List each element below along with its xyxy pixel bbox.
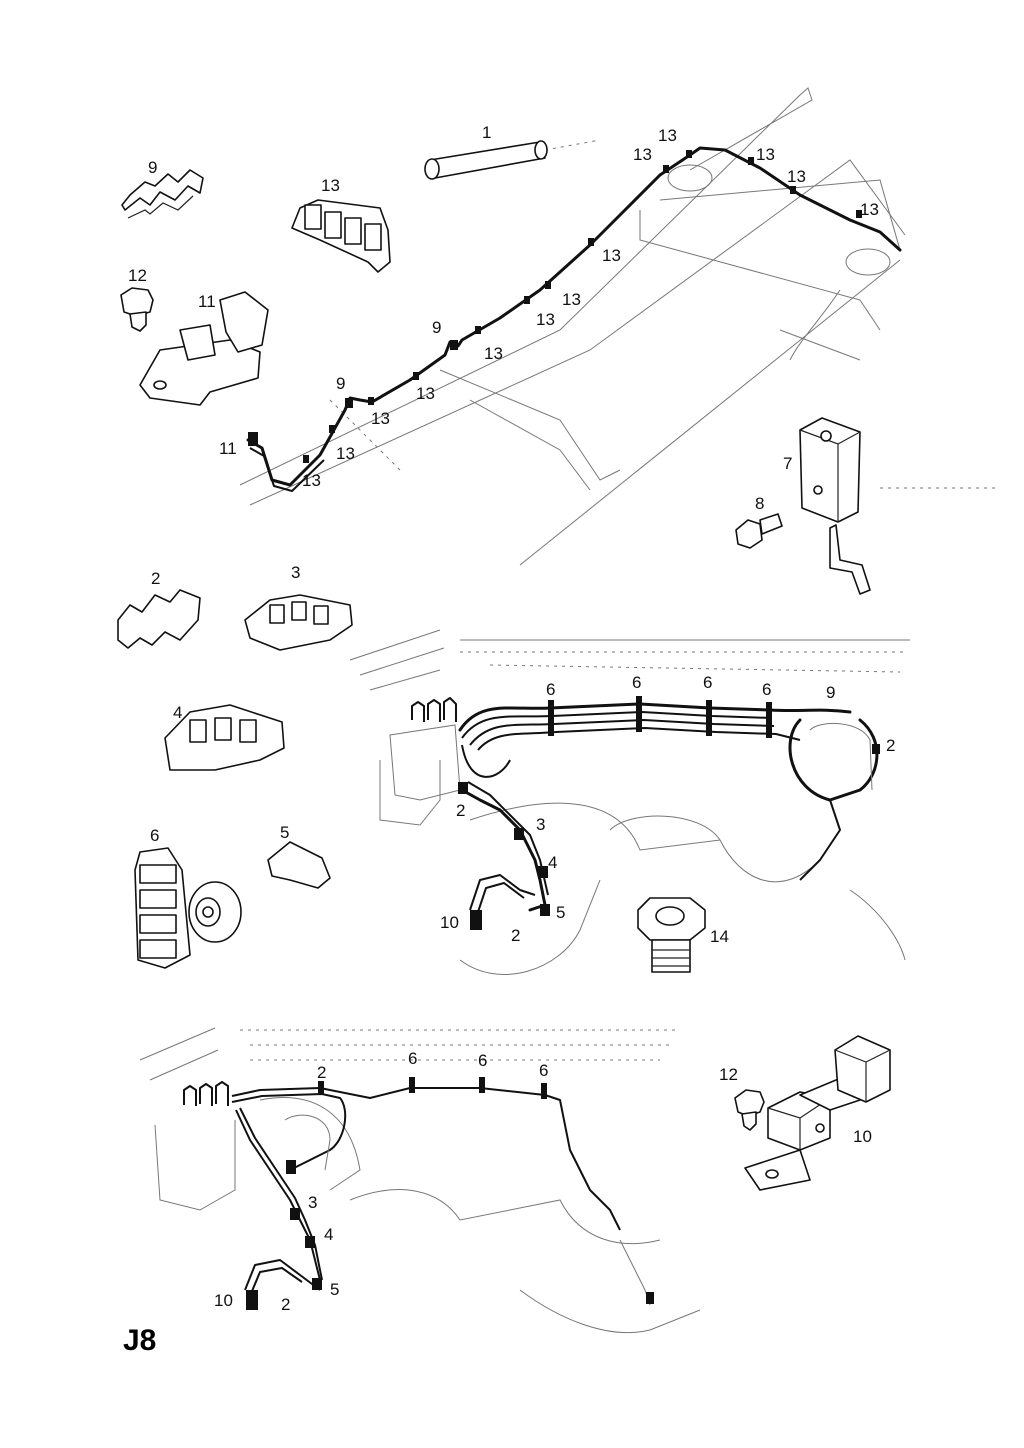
part-3-pipe-clip [244, 594, 353, 651]
label-13: 13 [602, 246, 621, 265]
part-1-protective-hose [424, 140, 548, 180]
label-6: 6 [408, 1049, 417, 1068]
label-8: 8 [755, 494, 764, 513]
label-13: 13 [787, 167, 806, 186]
label-13: 13 [756, 145, 775, 164]
label-6: 6 [632, 673, 641, 692]
label-13: 13 [633, 145, 652, 164]
label-10: 10 [440, 913, 459, 932]
part-12-bolt-top [120, 287, 154, 332]
part-7-junction-block [799, 417, 871, 595]
part-12-bolt-bottom [734, 1089, 765, 1131]
part-9-pipe-clip [121, 169, 204, 219]
label-13: 13 [336, 444, 355, 463]
label-9: 9 [336, 374, 345, 393]
label-2: 2 [317, 1063, 326, 1082]
part-6-multi-clip [134, 847, 242, 969]
label-2: 2 [456, 801, 465, 820]
label-6: 6 [546, 680, 555, 699]
part-4-pipe-clip [164, 704, 285, 771]
part-8-bolt [735, 513, 783, 549]
line-clips-6-bottom [318, 1077, 547, 1099]
label-6: 6 [150, 826, 159, 845]
label-14: 14 [710, 927, 729, 946]
part-2-pipe-clip [117, 589, 201, 649]
part-13-triple-pipe-clip [291, 199, 391, 273]
label-5: 5 [330, 1280, 339, 1299]
part-11-bracket [139, 291, 269, 406]
bottom-brake-lines [183, 1077, 654, 1310]
part-14-plug [637, 897, 706, 973]
label-12: 12 [128, 266, 147, 285]
line-clips-13 [303, 150, 862, 463]
underbody-brake-line [246, 146, 902, 492]
label-13: 13 [321, 176, 340, 195]
part-5-spring-clip [267, 841, 331, 889]
label-2: 2 [511, 926, 520, 945]
label-6: 6 [478, 1051, 487, 1070]
label-4: 4 [548, 853, 557, 872]
label-12: 12 [719, 1065, 738, 1084]
middle-vehicle-outline [349, 629, 910, 975]
part-10-bracket [744, 1035, 891, 1191]
label-9: 9 [148, 158, 157, 177]
label-2: 2 [151, 569, 160, 588]
label-9: 9 [826, 683, 835, 702]
bottom-vehicle-outline [139, 1027, 701, 1334]
label-13: 13 [416, 384, 435, 403]
label-13: 13 [860, 200, 879, 219]
label-3: 3 [308, 1193, 317, 1212]
label-13: 13 [658, 126, 677, 145]
label-3: 3 [536, 815, 545, 834]
label-4: 4 [173, 703, 182, 722]
label-4: 4 [324, 1225, 333, 1244]
label-6: 6 [762, 680, 771, 699]
label-10: 10 [214, 1291, 233, 1310]
page-code: J8 [123, 1324, 156, 1357]
label-13: 13 [302, 471, 321, 490]
label-6: 6 [703, 673, 712, 692]
middle-brake-lines [411, 696, 880, 930]
callout-labels: 1 9 13 12 11 11 13 13 13 13 13 13 13 13 … [123, 123, 895, 1357]
label-1: 1 [482, 123, 491, 142]
underbody-frame-outline [239, 87, 1000, 566]
label-13: 13 [484, 344, 503, 363]
label-13: 13 [562, 290, 581, 309]
label-11: 11 [219, 439, 237, 458]
label-5: 5 [556, 903, 565, 922]
line-clips-6 [548, 696, 772, 738]
label-13: 13 [536, 310, 555, 329]
label-6: 6 [539, 1061, 548, 1080]
label-11: 11 [198, 292, 216, 311]
label-7: 7 [783, 454, 792, 473]
label-2: 2 [886, 736, 895, 755]
label-13: 13 [371, 409, 390, 428]
label-2: 2 [281, 1295, 290, 1314]
label-5: 5 [280, 823, 289, 842]
label-9: 9 [432, 318, 441, 337]
label-10: 10 [853, 1127, 872, 1146]
label-3: 3 [291, 563, 300, 582]
